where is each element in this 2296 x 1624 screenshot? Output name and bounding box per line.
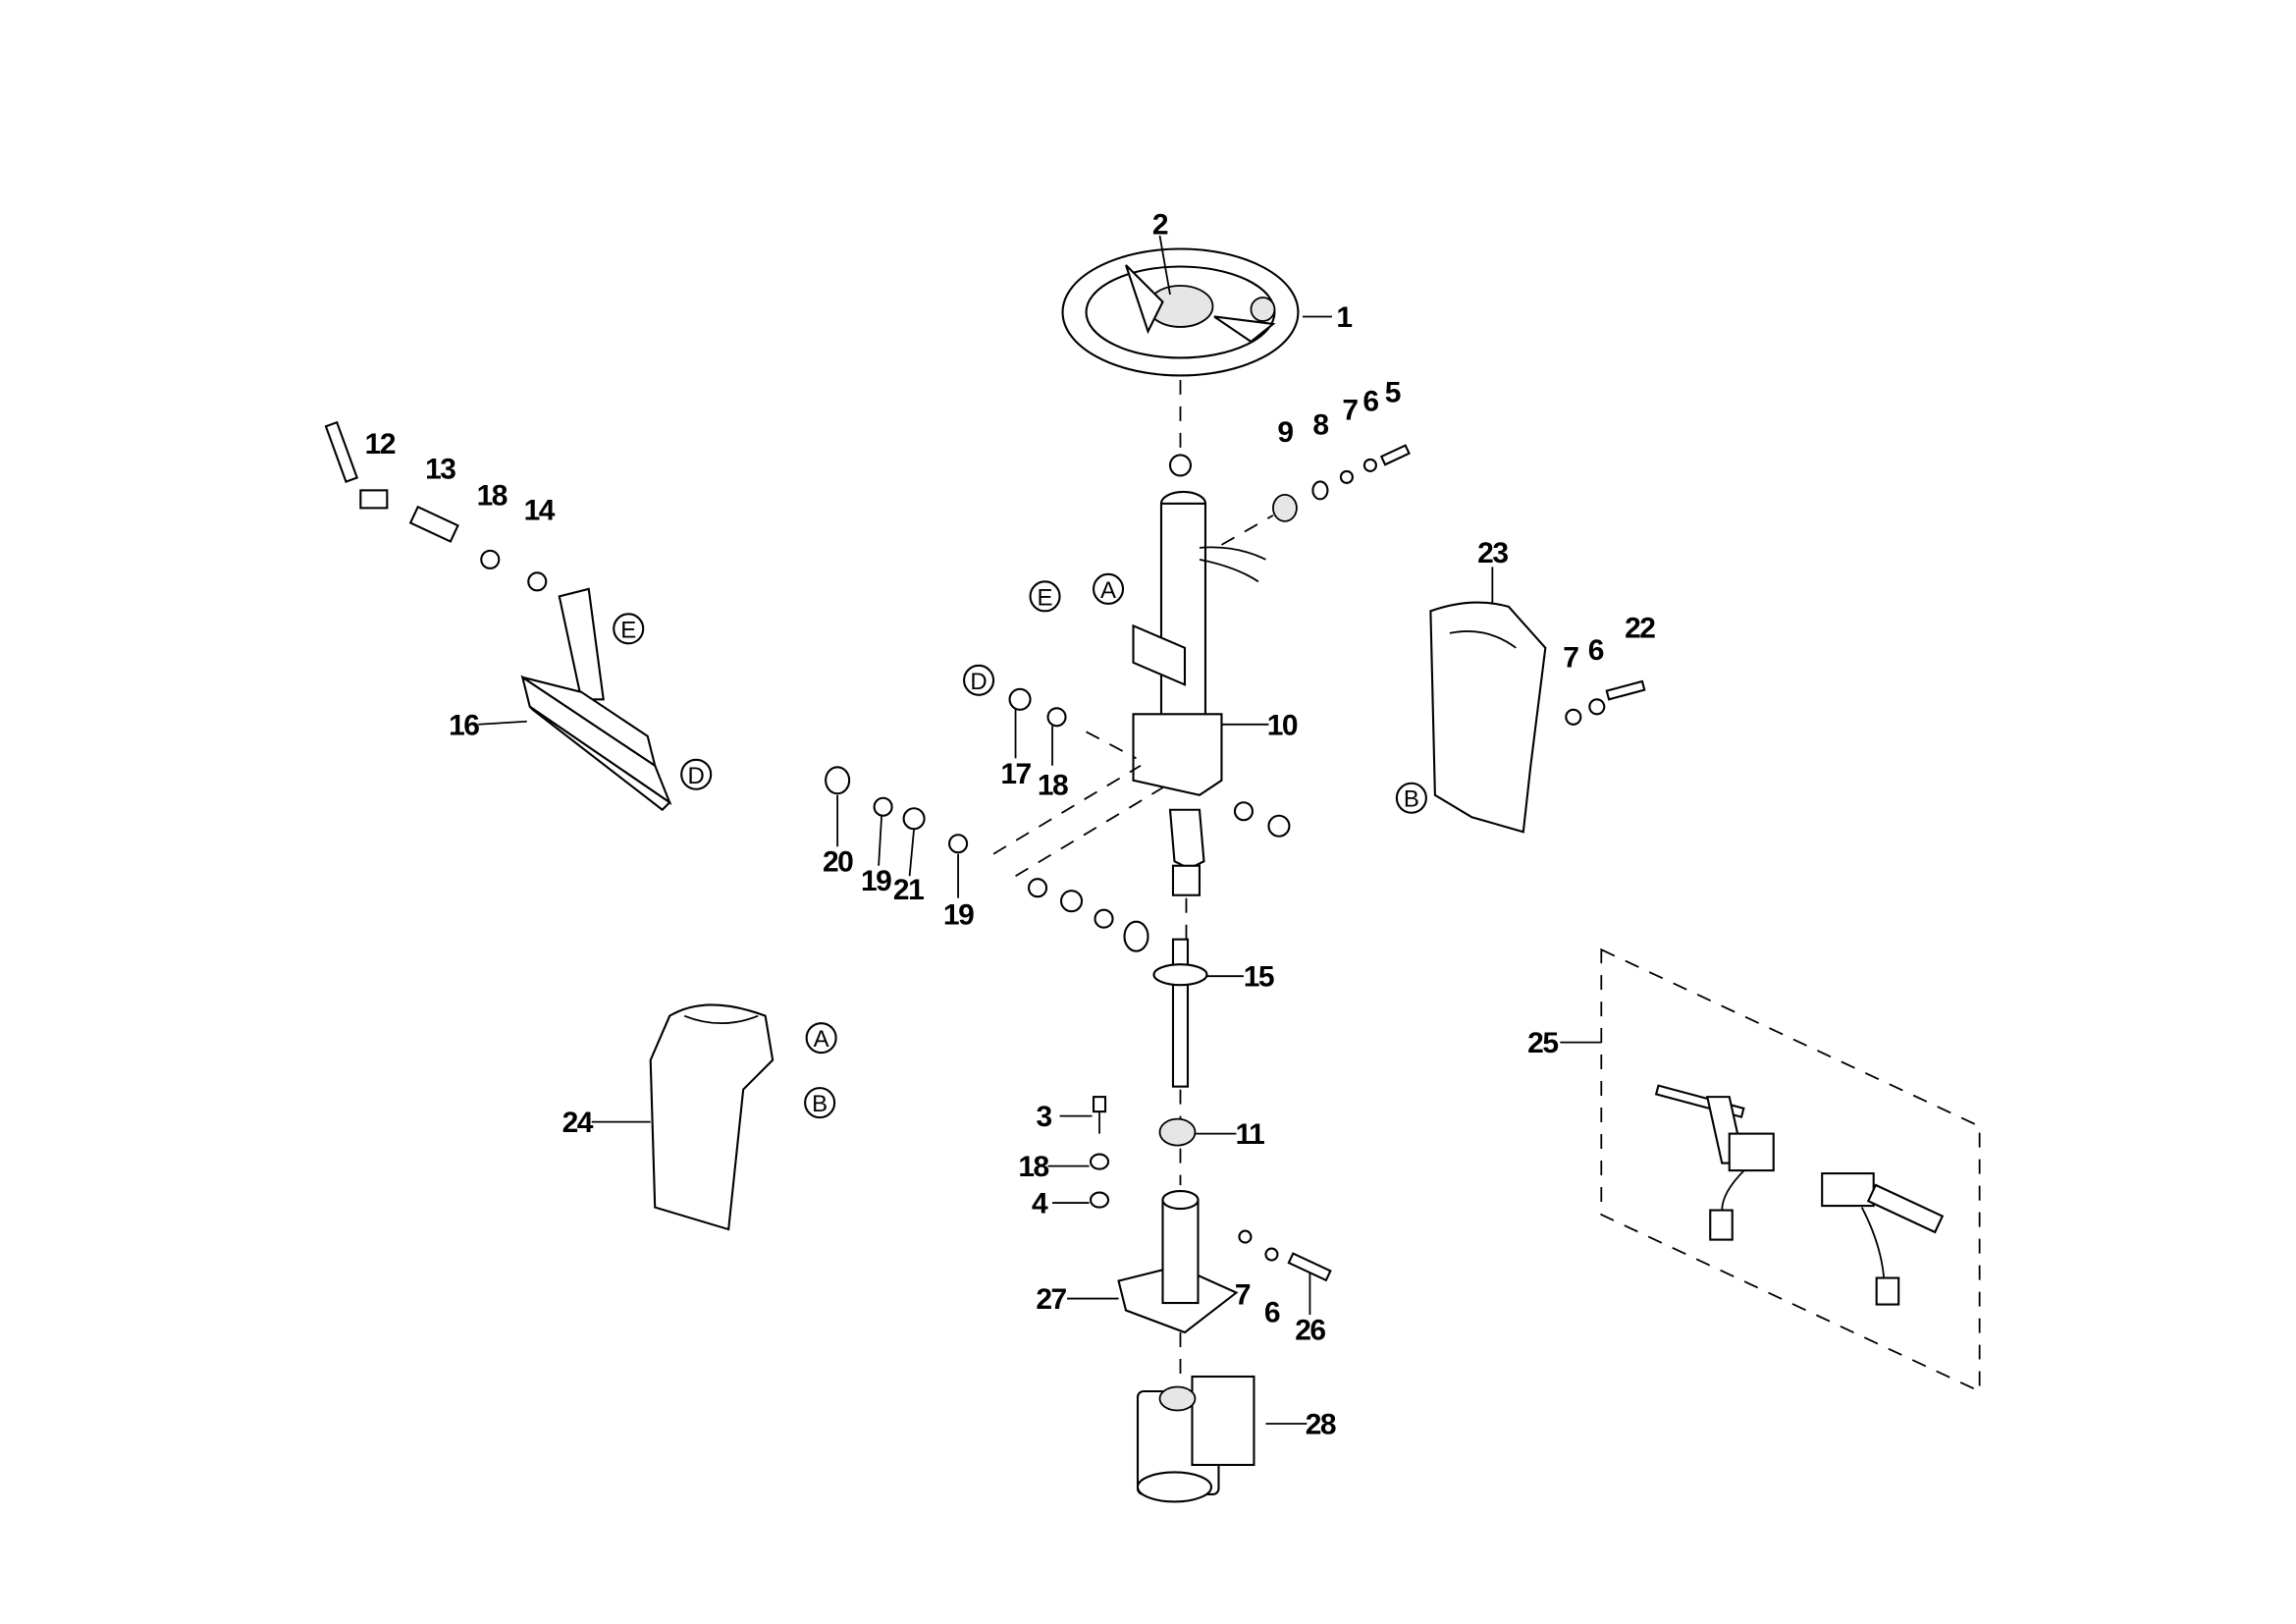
callout-15: 15	[1244, 961, 1274, 994]
callout-26: 26	[1295, 1315, 1325, 1347]
ref-letter: B	[812, 1091, 828, 1117]
ref-letter: B	[1404, 786, 1419, 813]
callout-18: 18	[1018, 1151, 1048, 1183]
adjust-lever	[324, 420, 548, 592]
assembly-line	[992, 764, 1142, 855]
leader-lines	[478, 235, 1602, 1425]
ref-B-1: B	[1395, 782, 1427, 814]
callout-6: 6	[1264, 1297, 1280, 1329]
callout-24: 24	[562, 1107, 594, 1139]
callout-18: 18	[477, 479, 507, 512]
callout-12: 12	[365, 428, 396, 460]
callout-27: 27	[1036, 1283, 1066, 1316]
ref-letter: A	[1100, 577, 1116, 604]
callout-13: 13	[425, 453, 455, 485]
ref-letter: E	[620, 617, 636, 643]
hardware-3-4	[1089, 1096, 1332, 1282]
ref-B-2: B	[804, 1087, 836, 1119]
switch-kit	[1600, 947, 1981, 1393]
callout-7: 7	[1563, 641, 1578, 674]
steering-wheel	[1061, 247, 1300, 377]
callout-21: 21	[893, 874, 924, 906]
callout-11: 11	[1236, 1118, 1265, 1151]
callout-6: 6	[1588, 634, 1604, 667]
ref-A-1: A	[1092, 572, 1125, 605]
callout-6: 6	[1362, 385, 1378, 417]
callout-20: 20	[823, 846, 853, 879]
callout-25: 25	[1527, 1027, 1558, 1059]
ref-letter: E	[1038, 584, 1053, 611]
assembly-line	[1221, 514, 1274, 546]
callout-19: 19	[943, 899, 974, 932]
callout-7: 7	[1235, 1279, 1251, 1312]
column-cover-rear	[1429, 601, 1547, 834]
ref-letter: D	[970, 669, 987, 695]
assembly-line	[1086, 731, 1137, 760]
callout-16: 16	[449, 709, 479, 741]
ref-A-2: A	[805, 1022, 837, 1055]
callout-4: 4	[1032, 1188, 1048, 1220]
steering-valve-unit	[1136, 1375, 1255, 1503]
spinner-knob	[1250, 297, 1276, 322]
ref-D-2: D	[963, 664, 995, 696]
callout-9: 9	[1277, 416, 1293, 449]
callout-23: 23	[1477, 537, 1508, 569]
hardware-17-21	[825, 687, 1291, 952]
steering-column	[1132, 454, 1266, 896]
ref-letter: D	[688, 763, 705, 789]
ref-D-1: D	[680, 758, 713, 790]
ref-letter: A	[814, 1026, 829, 1053]
callout-2: 2	[1152, 209, 1168, 242]
column-cover-front	[649, 1003, 774, 1231]
callout-17: 17	[1000, 758, 1031, 790]
callout-18: 18	[1038, 770, 1068, 802]
callout-22: 22	[1625, 612, 1655, 644]
hardware-22	[1565, 679, 1646, 726]
callout-19: 19	[861, 865, 891, 897]
ref-E-2: E	[1029, 580, 1061, 613]
bearing	[1158, 1117, 1197, 1147]
callout-5: 5	[1385, 376, 1401, 408]
callout-1: 1	[1336, 301, 1352, 334]
mounting-flange	[1117, 1190, 1239, 1334]
callout-10: 10	[1267, 709, 1298, 741]
assembly-line	[1015, 786, 1163, 877]
callout-7: 7	[1342, 394, 1358, 426]
callout-3: 3	[1036, 1101, 1051, 1133]
shaft	[1152, 938, 1208, 1088]
bracket	[520, 587, 672, 812]
callout-8: 8	[1312, 408, 1328, 441]
callout-28: 28	[1306, 1408, 1336, 1440]
ref-E-1: E	[613, 613, 645, 645]
hardware-5-9	[1272, 444, 1411, 522]
callout-14: 14	[524, 494, 556, 526]
